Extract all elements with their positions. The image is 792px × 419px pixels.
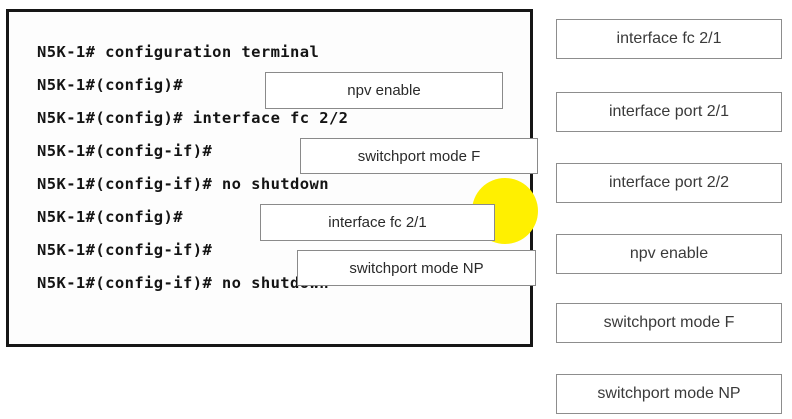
dropped-tile-label: switchport mode F	[357, 147, 481, 165]
answer-bank-tile-label: switchport mode F	[603, 314, 735, 331]
terminal-line: N5K-1#(config-if)# no shutdown	[37, 175, 329, 193]
dropped-tile-label: switchport mode NP	[349, 259, 484, 277]
terminal-line: N5K-1#(config-if)# no shutdown	[37, 274, 329, 292]
dropped-answer-tile[interactable]: interface fc 2/1	[260, 204, 495, 241]
terminal-line: N5K-1#(config)# interface fc 2/2	[37, 109, 349, 127]
terminal-output: N5K-1# configuration terminal N5K-1#(con…	[37, 36, 526, 300]
answer-bank-tile-label: interface fc 2/1	[616, 30, 722, 47]
terminal-line: N5K-1#(config-if)#	[37, 142, 213, 160]
dropped-tile-label: npv enable	[347, 82, 421, 99]
answer-bank-tile-label: npv enable	[629, 245, 709, 262]
watermark-text	[24, 362, 544, 382]
answer-bank-tile[interactable]: switchport mode NP	[556, 374, 782, 414]
terminal-line: N5K-1#(config-if)#	[37, 241, 213, 259]
answer-bank: interface fc 2/1 interface port 2/1 inte…	[556, 19, 782, 414]
terminal-panel: N5K-1# configuration terminal N5K-1#(con…	[6, 9, 533, 347]
dropped-answer-tile[interactable]: switchport mode F	[300, 138, 538, 174]
answer-bank-tile[interactable]: interface fc 2/1	[556, 19, 782, 59]
answer-bank-tile[interactable]: interface port 2/2	[556, 163, 782, 203]
dropped-answer-tile[interactable]: npv enable	[265, 72, 503, 109]
terminal-line: N5K-1#(config)#	[37, 76, 183, 94]
dropped-answer-tile[interactable]: switchport mode NP	[297, 250, 536, 286]
terminal-line: N5K-1# configuration terminal	[37, 43, 320, 61]
answer-bank-tile-label: switchport mode NP	[597, 385, 741, 402]
answer-bank-tile[interactable]: switchport mode F	[556, 303, 782, 343]
answer-bank-tile-label: interface port 2/2	[608, 174, 730, 191]
answer-bank-tile[interactable]: npv enable	[556, 234, 782, 274]
dropped-tile-label: interface fc 2/1	[328, 214, 427, 231]
answer-bank-tile-label: interface port 2/1	[608, 103, 730, 120]
answer-bank-tile[interactable]: interface port 2/1	[556, 92, 782, 132]
